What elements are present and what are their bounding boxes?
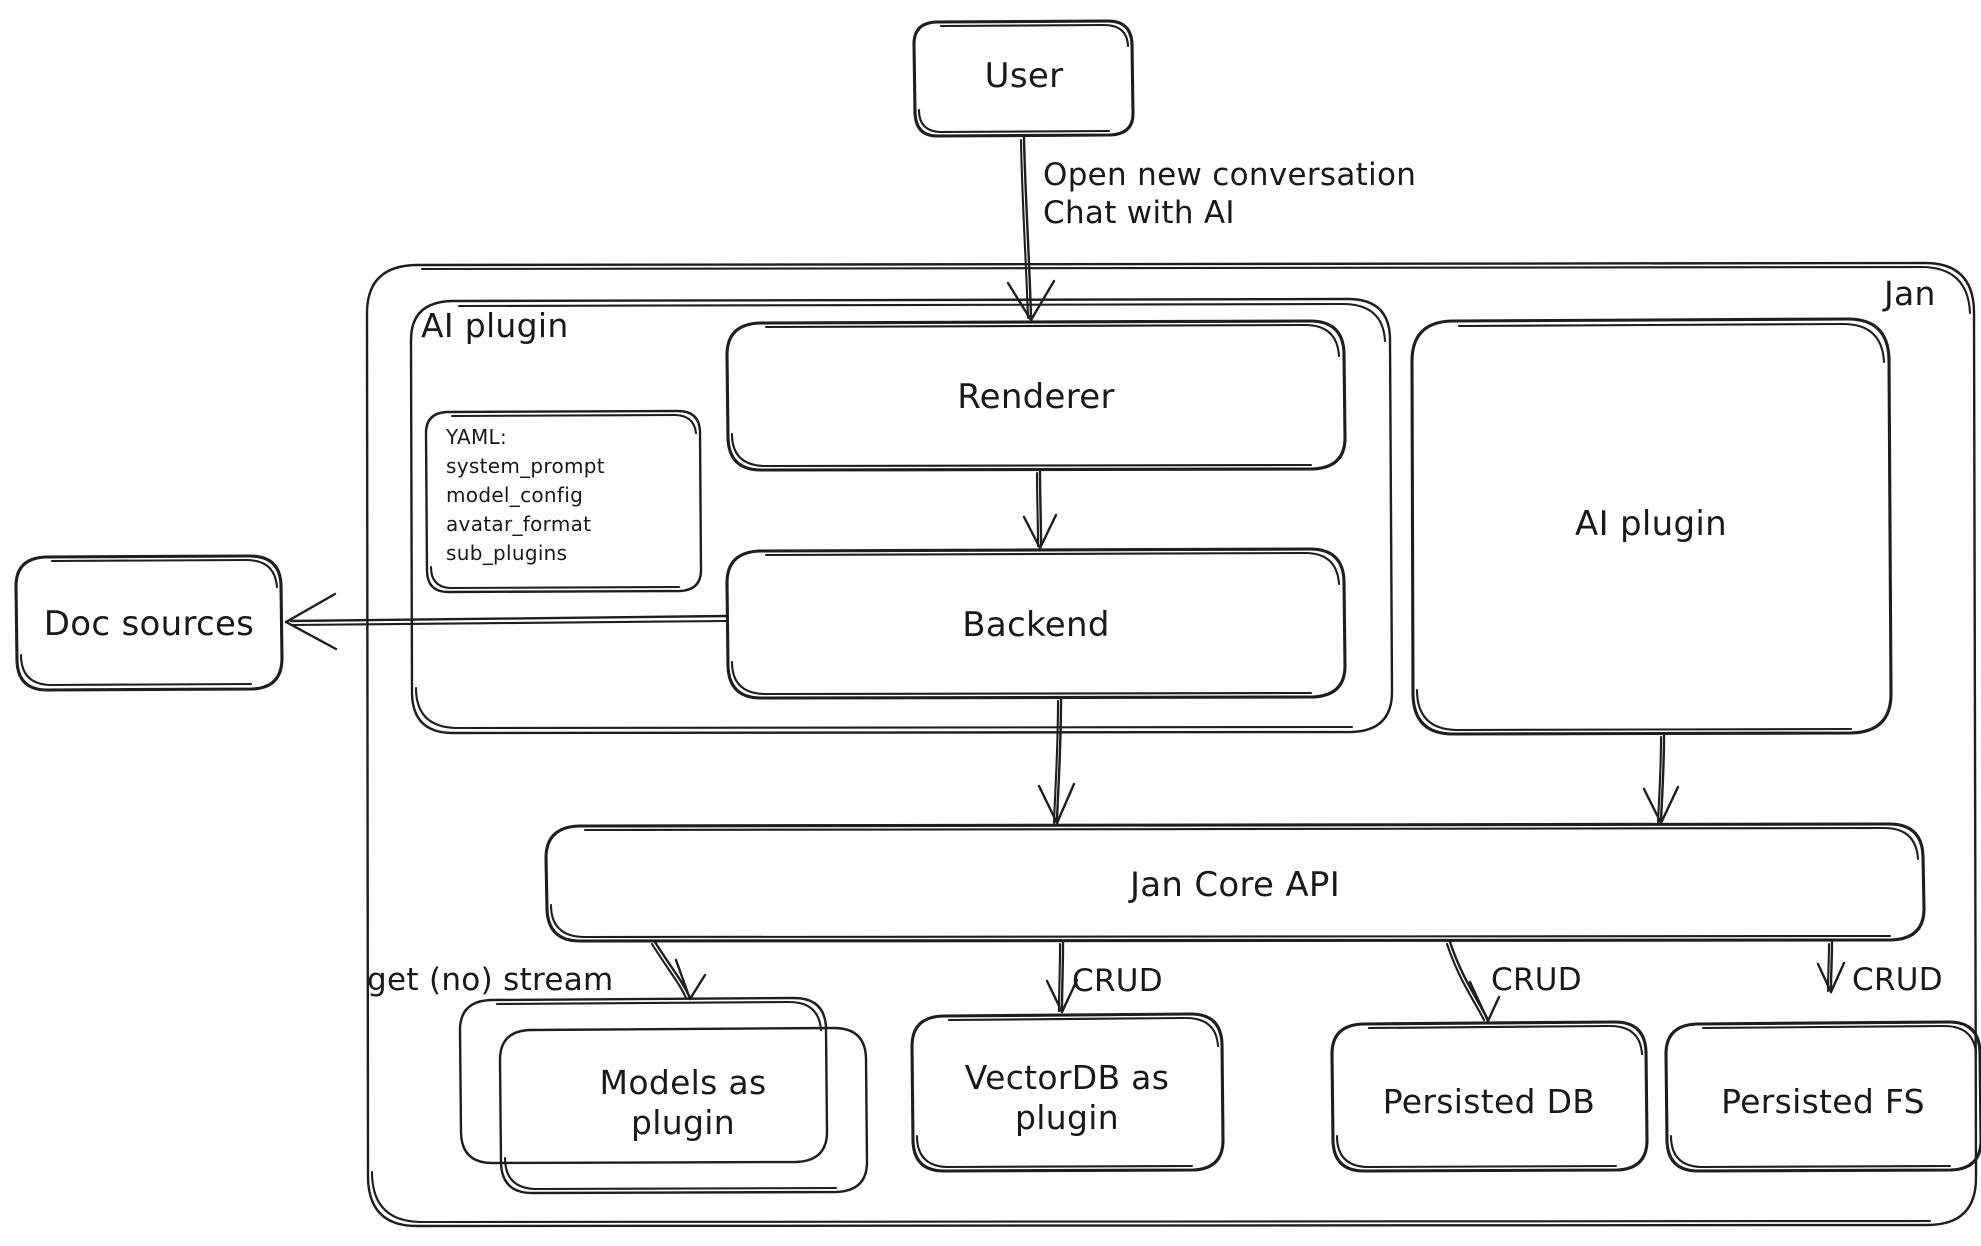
edge-core-api-to-persisted-fs <box>1816 940 1846 994</box>
node-jan-core-api[interactable] <box>544 822 1926 943</box>
group-ai-plugin[interactable] <box>409 297 1394 735</box>
edge-backend-to-doc-sources <box>284 592 728 651</box>
edge-core-api-to-models <box>650 940 707 1001</box>
node-user[interactable] <box>912 19 1135 138</box>
edge-core-api-to-persisted-db <box>1445 940 1501 1023</box>
group-jan[interactable] <box>365 261 1978 1228</box>
edge-core-api-to-vectordb <box>1045 940 1079 1014</box>
node-yaml-card[interactable] <box>424 409 703 594</box>
node-persisted-db[interactable] <box>1330 1020 1649 1173</box>
node-vectordb-plugin[interactable] <box>910 1012 1225 1173</box>
edge-user-to-renderer <box>1006 135 1056 322</box>
edge-renderer-to-backend <box>1022 469 1058 550</box>
edge-backend-to-core-api <box>1037 697 1076 825</box>
node-doc-sources[interactable] <box>14 554 284 692</box>
node-backend[interactable] <box>725 547 1347 700</box>
node-persisted-fs[interactable] <box>1664 1020 1981 1173</box>
node-models-plugin[interactable] <box>458 996 869 1195</box>
edge-ai-plugin-to-core-api <box>1642 733 1680 825</box>
node-renderer[interactable] <box>725 319 1347 472</box>
node-ai-plugin-right[interactable] <box>1410 317 1893 736</box>
